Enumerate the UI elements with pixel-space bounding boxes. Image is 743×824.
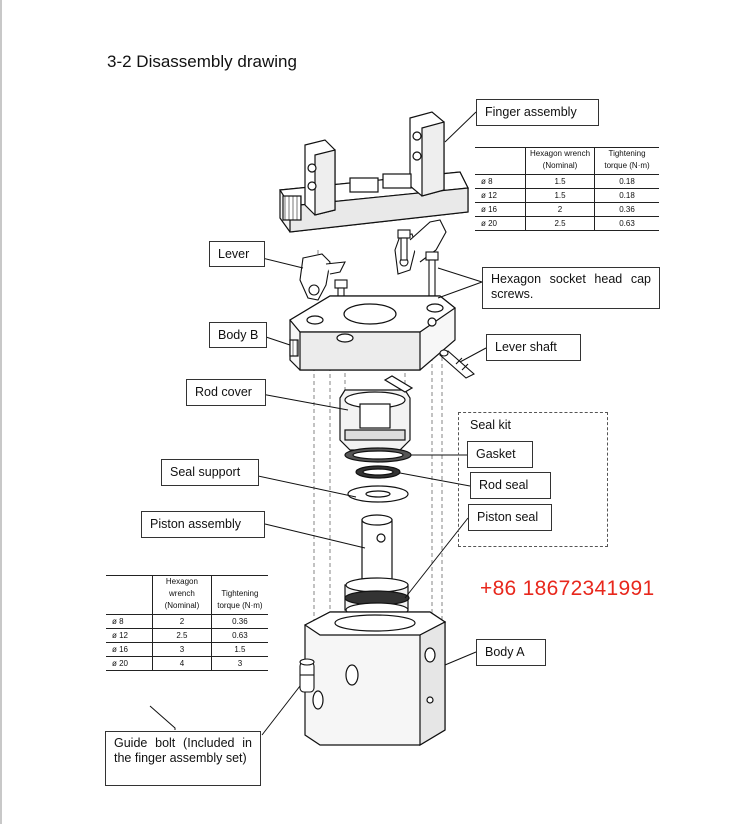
table-cell: 0.36 xyxy=(210,614,268,629)
table-row: ø 20 4 3 xyxy=(106,656,268,671)
callout-lever: Lever xyxy=(209,241,265,267)
table-row: ø 20 2.5 0.63 xyxy=(475,216,659,231)
callout-hex-socket-screws: Hexagon socket head cap screws. xyxy=(482,267,660,309)
table-cell: ø 8 xyxy=(106,614,153,629)
page-edge xyxy=(0,0,2,824)
lever-shaft-part xyxy=(439,349,475,379)
callout-piston-seal: Piston seal xyxy=(468,504,552,531)
callout-gasket: Gasket xyxy=(467,441,533,468)
piston-assembly-part xyxy=(344,514,410,618)
table-cell: ø 20 xyxy=(106,656,153,671)
table-cell: 2 xyxy=(152,614,212,629)
table-cell: 3 xyxy=(210,656,268,671)
table-cell: 0.18 xyxy=(594,188,659,203)
table-cell: ø 8 xyxy=(475,174,526,189)
seal-kit-group xyxy=(458,412,608,547)
callout-finger-assembly: Finger assembly xyxy=(476,99,599,126)
table-header-cell xyxy=(106,575,153,615)
table-cell: ø 20 xyxy=(475,216,526,231)
table-row: ø 8 1.5 0.18 xyxy=(475,174,659,189)
lever-part xyxy=(299,219,447,301)
callout-rod-cover: Rod cover xyxy=(186,379,266,406)
callout-lever-shaft: Lever shaft xyxy=(486,334,581,361)
seal-kit-label: Seal kit xyxy=(470,418,511,432)
table-cell: 1.5 xyxy=(210,642,268,657)
guide-bolt-part xyxy=(299,658,315,693)
table-cell: ø 12 xyxy=(475,188,526,203)
table-cell: 0.36 xyxy=(594,202,659,217)
table-cell: 0.63 xyxy=(210,628,268,643)
table-header-cell xyxy=(475,147,526,175)
page-title: 3-2 Disassembly drawing xyxy=(107,52,297,71)
table-header-cell: Tightening torque (N·m) xyxy=(210,575,268,615)
table-row: ø 16 3 1.5 xyxy=(106,642,268,657)
table-cell: 2.5 xyxy=(524,216,595,231)
callout-seal-support: Seal support xyxy=(161,459,259,486)
table-cell: 1.5 xyxy=(524,174,595,189)
table-cell: ø 16 xyxy=(106,642,153,657)
table-row: ø 12 2.5 0.63 xyxy=(106,628,268,643)
callout-piston-assembly: Piston assembly xyxy=(141,511,265,538)
callout-body-b: Body B xyxy=(209,322,267,348)
watermark-phone: +86 18672341991 xyxy=(480,577,655,600)
table-row: ø 16 2 0.36 xyxy=(475,202,659,217)
callout-body-a: Body A xyxy=(476,639,546,666)
seal-support-part xyxy=(347,485,409,503)
table-cell: ø 12 xyxy=(106,628,153,643)
rod-cover-part xyxy=(339,375,414,451)
table-cell: 0.63 xyxy=(594,216,659,231)
torque-table-top: Hexagon wrench (Nominal) Tightening torq… xyxy=(475,147,659,231)
table-header-cell: Hexagon wrench (Nominal) xyxy=(524,147,595,175)
callout-rod-seal: Rod seal xyxy=(470,472,551,499)
callout-guide-bolt: Guide bolt (Included in the finger assem… xyxy=(105,731,261,786)
table-cell: 2 xyxy=(524,202,595,217)
table-cell: 3 xyxy=(152,642,212,657)
torque-table-bottom: Hexagon wrench (Nominal) Tightening torq… xyxy=(106,575,268,671)
body-b-part xyxy=(289,295,457,371)
table-header-cell: Hexagon wrench (Nominal) xyxy=(152,575,212,615)
gasket-part xyxy=(344,447,412,463)
finger-assembly-part xyxy=(278,111,469,233)
table-cell: ø 16 xyxy=(475,202,526,217)
table-cell: 2.5 xyxy=(152,628,212,643)
table-header-cell: Tightening torque (N·m) xyxy=(594,147,659,175)
table-cell: 0.18 xyxy=(594,174,659,189)
rod-seal-part xyxy=(355,465,401,479)
body-a-part xyxy=(303,611,447,747)
table-row: ø 12 1.5 0.18 xyxy=(475,188,659,203)
table-row: ø 8 2 0.36 xyxy=(106,614,268,629)
table-cell: 4 xyxy=(152,656,212,671)
table-cell: 1.5 xyxy=(524,188,595,203)
